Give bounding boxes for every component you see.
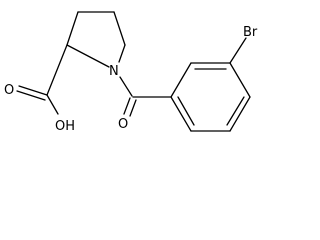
ring-bond-c2-c3 bbox=[66, 11, 79, 46]
bond-carboxyl-oh bbox=[46, 94, 59, 115]
bond-c2-carboxyl bbox=[46, 44, 68, 96]
benzene-bond-4-5 bbox=[229, 96, 251, 132]
ring-bond-c4-c5 bbox=[113, 11, 126, 46]
benzene-inner-double-c bbox=[177, 96, 195, 126]
benzene-bond-6-1 bbox=[170, 96, 192, 132]
double-bond-carboxyl-o-a bbox=[18, 85, 48, 96]
carbonyl-oxygen-label: O bbox=[118, 117, 128, 132]
benzene-bond-3-4 bbox=[229, 62, 251, 98]
nitrogen-label: N bbox=[109, 64, 119, 79]
acid-oxygen-label: O bbox=[4, 83, 14, 98]
ring-bond-n-c2 bbox=[66, 44, 110, 68]
ring-bond-c5-n bbox=[118, 44, 126, 63]
chemical-structure-diagram: N Br O OH O bbox=[4, 11, 258, 134]
double-bond-carboxyl-o-b bbox=[16, 90, 46, 101]
bond-ring-bromine bbox=[229, 37, 247, 64]
benzene-inner-double-b bbox=[226, 96, 245, 126]
bromine-label: Br bbox=[243, 25, 258, 40]
benzene-bond-1-2 bbox=[170, 62, 192, 98]
hydroxyl-label: OH bbox=[55, 119, 75, 134]
double-bond-carbonyl-o-b bbox=[129, 99, 137, 117]
double-bond-carbonyl-o-a bbox=[123, 97, 131, 115]
bond-n-carbonyl bbox=[119, 76, 133, 97]
